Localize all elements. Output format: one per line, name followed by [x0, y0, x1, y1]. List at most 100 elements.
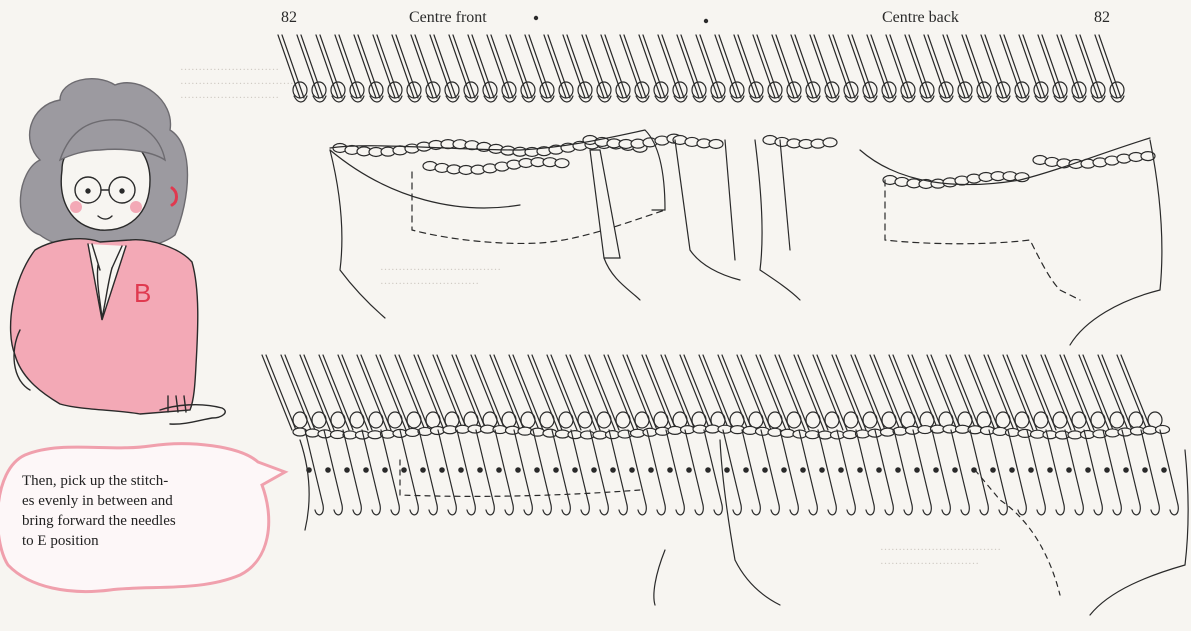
- needle: [437, 355, 467, 430]
- needle-butt: [497, 468, 501, 472]
- stitch-loop: [654, 82, 668, 98]
- stitch-loop: [825, 412, 839, 428]
- stitch-loop: [1034, 412, 1048, 428]
- needle-butt: [839, 468, 843, 472]
- needle: [684, 355, 714, 430]
- picked-up-stitch: [556, 430, 570, 438]
- needle: [836, 355, 866, 430]
- needle-hook: [372, 505, 380, 515]
- stitch-loop: [597, 82, 611, 98]
- needle-hook: [733, 505, 741, 515]
- needle-butt: [991, 468, 995, 472]
- needle-hook: [942, 505, 950, 515]
- picked-up-stitch: [555, 159, 569, 168]
- needle-butt: [440, 468, 444, 472]
- needle-shaft: [799, 430, 817, 505]
- needle-shaft: [1160, 430, 1178, 505]
- picked-up-stitch: [1018, 429, 1032, 437]
- needle-butt: [1124, 468, 1128, 472]
- needle-butt: [1162, 468, 1166, 472]
- centre-marker: [704, 19, 708, 23]
- needle-hook: [410, 505, 418, 515]
- picked-up-stitch: [568, 431, 582, 439]
- front-fabric-outline: [330, 150, 385, 318]
- picked-up-stitch: [331, 431, 345, 439]
- stitch-loop: [882, 412, 896, 428]
- needle-shaft: [343, 430, 361, 505]
- picked-up-stitch: [518, 427, 532, 435]
- picked-up-stitch: [709, 139, 723, 148]
- needle: [779, 355, 809, 430]
- stitch-loop: [521, 412, 535, 428]
- picked-up-stitch: [368, 431, 382, 439]
- stitch-loop: [1015, 82, 1029, 98]
- needle: [418, 355, 448, 430]
- needle: [494, 355, 524, 430]
- needle-hook: [353, 505, 361, 515]
- picked-up-stitch: [1118, 428, 1132, 436]
- needle-butt: [573, 468, 577, 472]
- stitch-loop: [882, 82, 896, 98]
- picked-up-stitch: [1031, 430, 1045, 438]
- bottom-knitting-diagram: [262, 355, 1188, 615]
- needle-butt: [934, 468, 938, 472]
- needle: [988, 355, 1018, 430]
- needle-shaft: [305, 430, 323, 505]
- needle: [608, 355, 638, 430]
- picked-up-stitch: [1143, 426, 1157, 434]
- needle-butt: [630, 468, 634, 472]
- needle-shaft: [457, 430, 475, 505]
- stitch-loop: [863, 412, 877, 428]
- needle-hook: [847, 505, 855, 515]
- stitch-loop: [749, 82, 763, 98]
- picked-up-stitch: [918, 426, 932, 434]
- needle-shaft: [989, 430, 1007, 505]
- needle: [627, 355, 657, 430]
- picked-up-stitch: [306, 429, 320, 437]
- latch-tool: [590, 150, 620, 258]
- needle-hook: [695, 505, 703, 515]
- stitch-loop: [616, 82, 630, 98]
- stitch-loop: [768, 412, 782, 428]
- stitch-loop: [331, 412, 345, 428]
- stitch-loop: [559, 82, 573, 98]
- needle-butt: [706, 468, 710, 472]
- needle-butt: [554, 468, 558, 472]
- stitch-loop: [369, 82, 383, 98]
- stitch-loop: [1053, 82, 1067, 98]
- needle-hook: [581, 505, 589, 515]
- needle-shaft: [400, 430, 418, 505]
- needle-butt: [1067, 468, 1071, 472]
- stitch-loop: [635, 412, 649, 428]
- needle-butt: [1029, 468, 1033, 472]
- stitch-loop: [958, 82, 972, 98]
- stitch-loop: [312, 412, 326, 428]
- stitch-loop: [1034, 82, 1048, 98]
- stitch-loop: [464, 82, 478, 98]
- stitch-loop: [863, 82, 877, 98]
- stitch-loop: [1015, 412, 1029, 428]
- stitch-loop: [673, 82, 687, 98]
- needle-shaft: [438, 430, 456, 505]
- picked-up-stitch: [668, 426, 682, 434]
- needle-butt: [402, 468, 406, 472]
- stitch-loop: [445, 82, 459, 98]
- needle-hook: [429, 505, 437, 515]
- picked-up-stitch: [506, 426, 520, 434]
- stitch-loop: [730, 82, 744, 98]
- stitch-loop: [331, 82, 345, 98]
- stitch-loop: [502, 412, 516, 428]
- sweater-letter-b: B: [134, 278, 151, 308]
- speech-bubble-text: Then, pick up the stitch- es evenly in b…: [22, 471, 262, 551]
- needle-shaft: [419, 430, 437, 505]
- needle-hook: [676, 505, 684, 515]
- picked-up-stitch: [823, 138, 837, 147]
- needle: [551, 355, 581, 430]
- needle: [380, 355, 410, 430]
- needle-shaft: [1046, 430, 1064, 505]
- picked-up-stitch: [881, 428, 895, 436]
- needle-shaft: [533, 430, 551, 505]
- character-illustration: B: [11, 79, 226, 424]
- needle-hook: [1170, 505, 1178, 515]
- stitch-loop: [1072, 82, 1086, 98]
